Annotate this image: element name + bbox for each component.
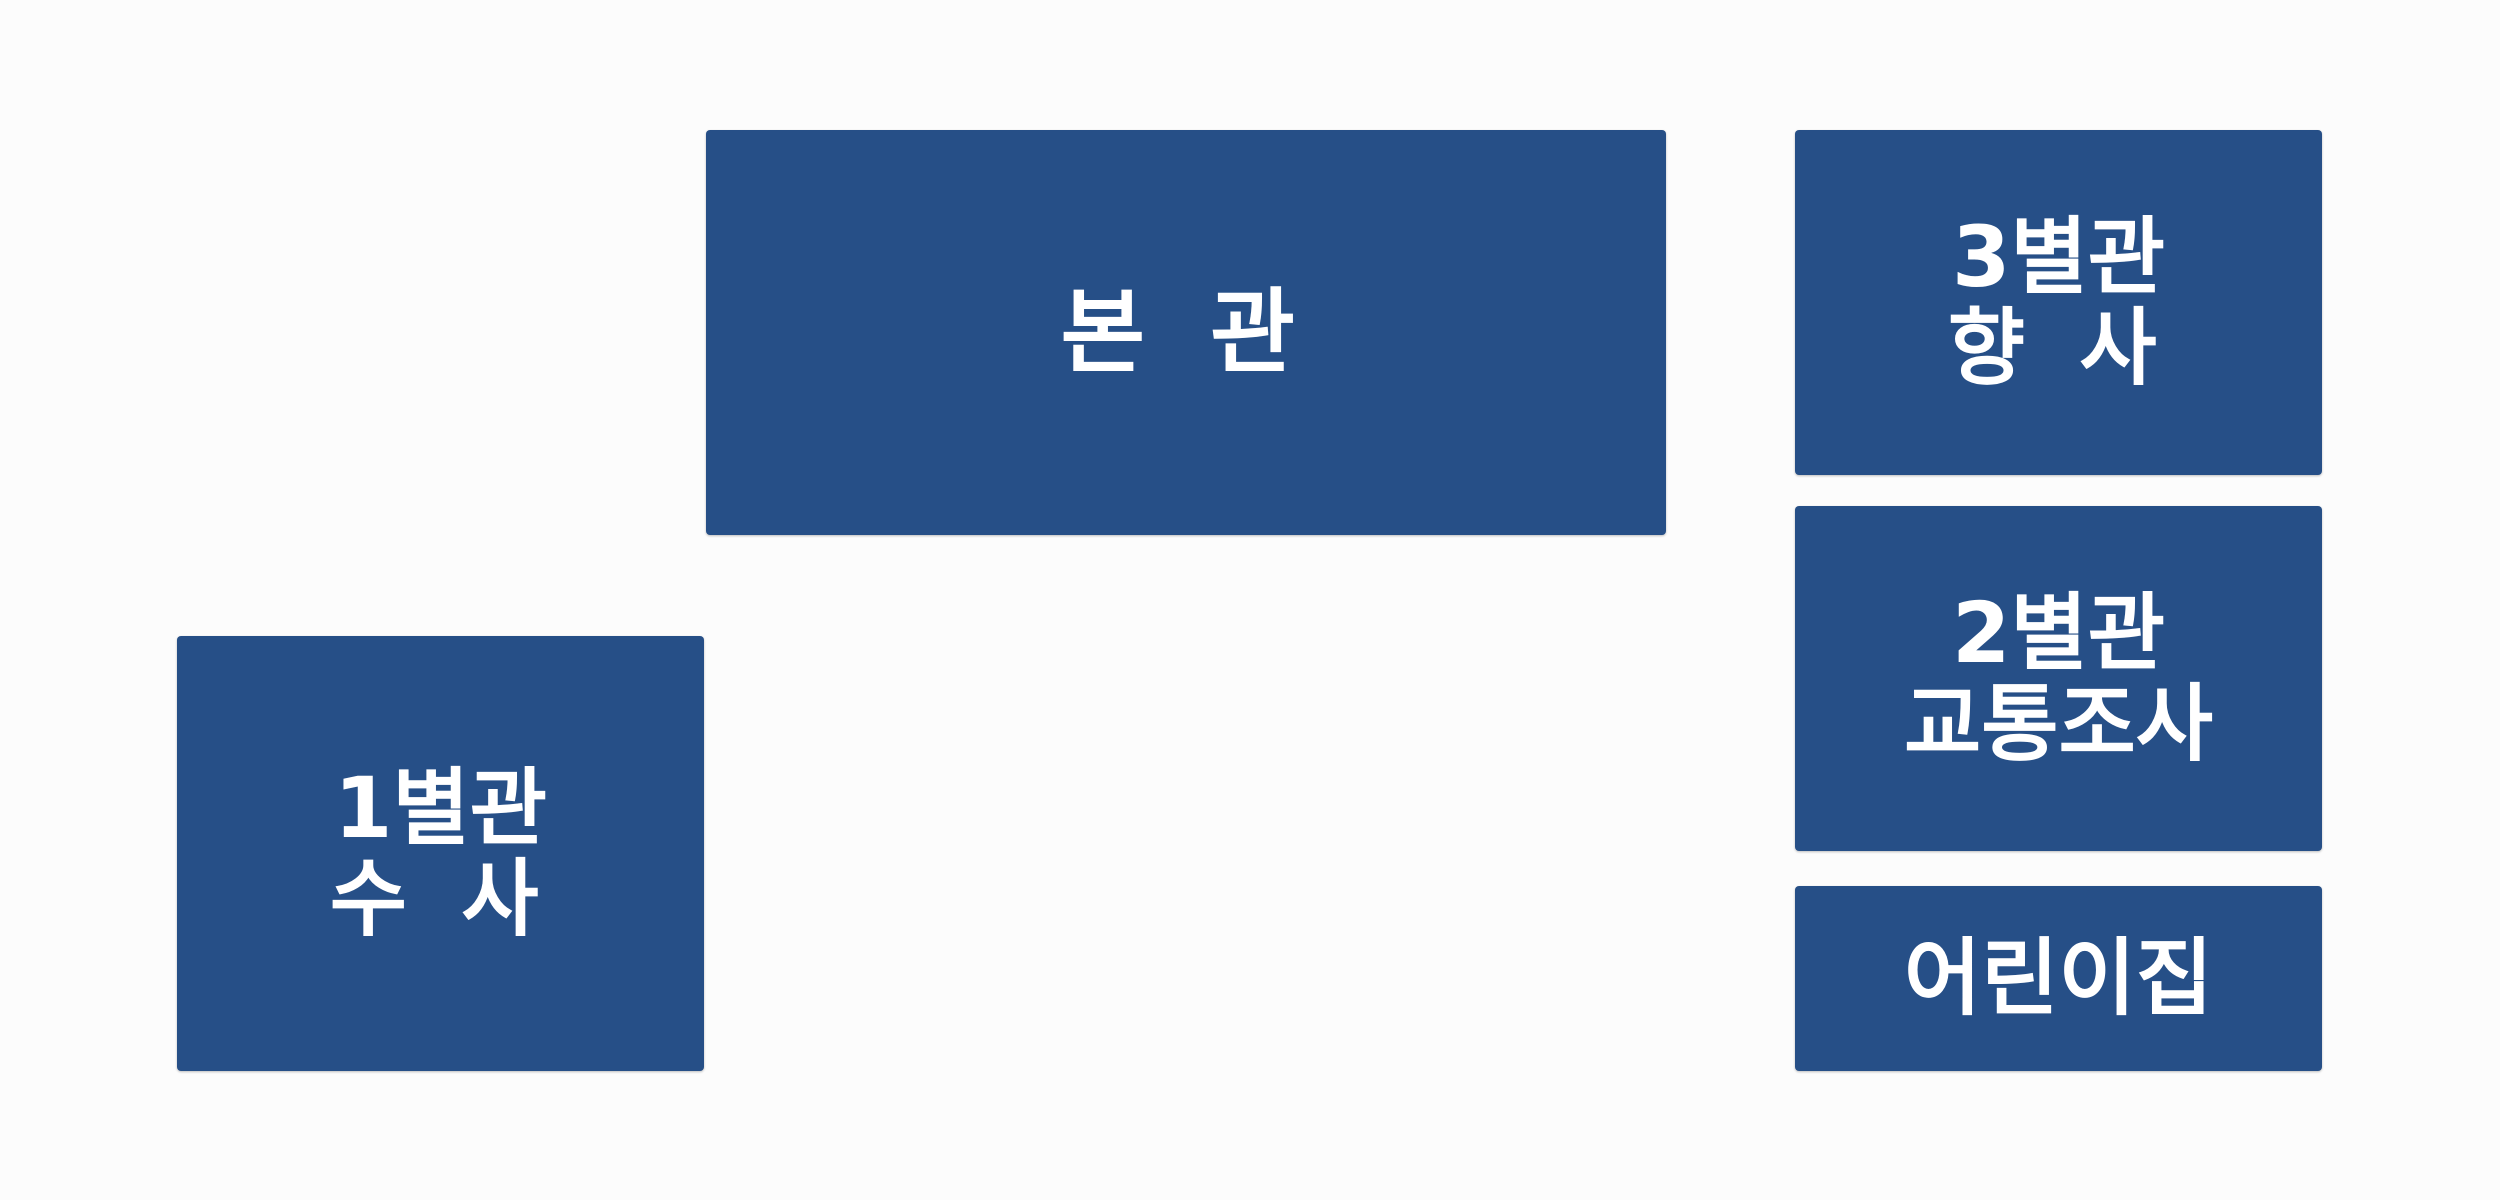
building-main-hall[interactable]: 본 관 bbox=[706, 130, 1666, 535]
building-label-annex-1-department: 수 사 bbox=[329, 849, 552, 948]
building-annex-3[interactable]: 3별관 향 사 bbox=[1795, 130, 2322, 475]
building-annex-2[interactable]: 2별관 교통조사 bbox=[1795, 506, 2322, 851]
building-label-annex-3-department: 향 사 bbox=[1947, 298, 2170, 397]
building-label-annex-3-name: 3별관 bbox=[1951, 207, 2165, 306]
building-label-annex-1-name: 1별관 bbox=[333, 758, 547, 857]
building-annex-1[interactable]: 1별관 수 사 bbox=[177, 636, 704, 1071]
building-label-daycare: 어린이집 bbox=[1903, 929, 2214, 1028]
building-daycare[interactable]: 어린이집 bbox=[1795, 886, 2322, 1071]
building-label-annex-2-name: 2별관 bbox=[1951, 583, 2165, 682]
building-label-annex-2-department: 교통조사 bbox=[1903, 674, 2214, 773]
building-label-main-hall: 본 관 bbox=[1060, 278, 1312, 386]
